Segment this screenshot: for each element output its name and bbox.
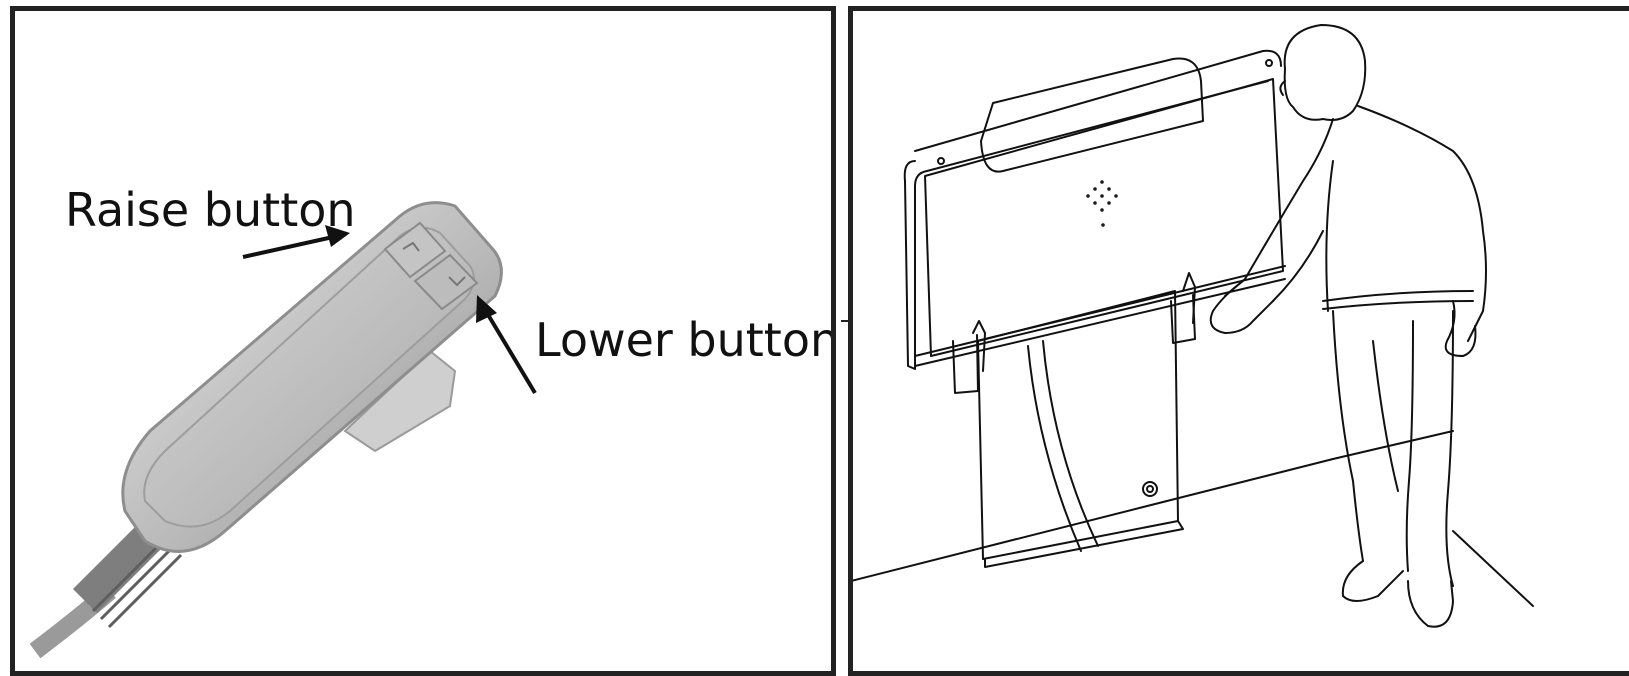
lower-button-label: Lower button [535,313,836,367]
divider-tick [841,320,851,322]
wall-panel [903,49,1286,370]
lower-arrow [476,295,537,395]
base-cabinet [977,290,1184,568]
panel-dot-pattern [1086,180,1118,227]
back-cushion [980,57,1204,173]
remote-panel: Raise button Lower button [10,6,836,676]
remote-cable [29,518,183,659]
side-legs [952,272,1196,394]
usage-illustration [853,24,1534,628]
usage-panel [848,6,1629,676]
raise-button [383,221,447,279]
remote-clip [343,349,457,453]
lower-button [413,253,479,311]
person-figure [1209,24,1487,628]
remote-face [143,226,475,528]
raise-arrow [242,225,350,259]
raise-button-label: Raise button [65,183,356,237]
hand-remote-illustration [29,201,537,659]
floor-lines [853,430,1534,607]
